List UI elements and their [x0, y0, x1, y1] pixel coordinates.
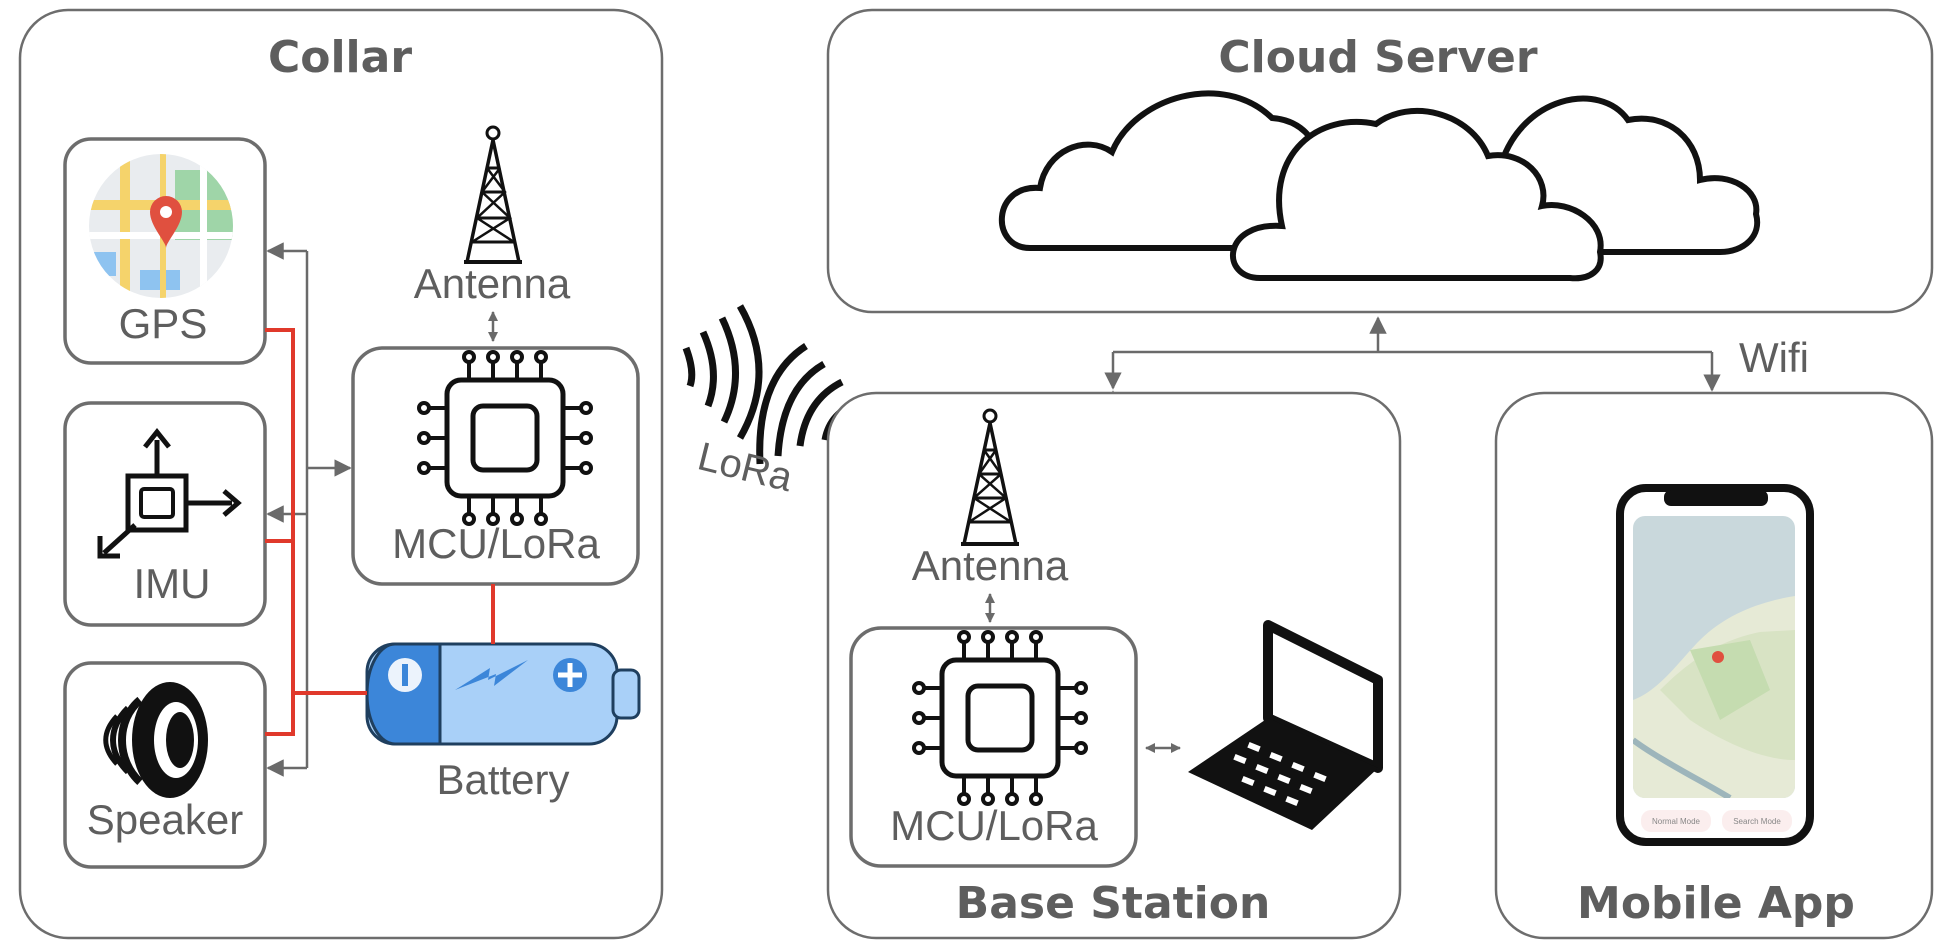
collar-mcu-module: MCU/LoRa: [351, 346, 640, 586]
map-screen: [1633, 516, 1795, 798]
speaker-module: Speaker: [63, 661, 267, 869]
wifi-label: Wifi: [1739, 334, 1809, 381]
power-lines: [265, 328, 495, 736]
base-mcu-module: MCU/LoRa: [849, 626, 1138, 868]
antenna-icon: [464, 125, 522, 264]
gps-module: GPS: [63, 137, 267, 365]
chip-icon: [417, 350, 593, 526]
speaker-icon: [103, 682, 208, 798]
base-antenna-icon: [961, 408, 1019, 546]
cloud-icon: [998, 90, 1761, 282]
battery-icon: [365, 642, 641, 746]
collar-panel: Collar GPS: [18, 8, 664, 940]
imu-module: IMU: [63, 401, 267, 627]
base-mcu-label: MCU/LoRa: [890, 802, 1098, 849]
phone-icon: Normal Mode Search Mode: [1616, 484, 1814, 846]
cloud-server-panel: Cloud Server: [826, 8, 1934, 314]
axes-icon: [97, 427, 242, 559]
gps-label: GPS: [119, 300, 208, 347]
collar-mcu-label: MCU/LoRa: [392, 520, 600, 567]
normal-mode-button[interactable]: Normal Mode: [1652, 817, 1701, 826]
search-mode-button[interactable]: Search Mode: [1733, 817, 1781, 826]
laptop-icon: [773, 620, 1383, 830]
mobile-app-title: Mobile App: [1577, 878, 1855, 929]
imu-label: IMU: [134, 560, 211, 607]
data-bus-lines: [266, 242, 352, 777]
collar-antenna-label: Antenna: [414, 260, 571, 307]
speaker-label: Speaker: [87, 796, 243, 843]
cloud-server-title: Cloud Server: [1218, 32, 1537, 83]
base-station-panel: Base Station Antenna: [773, 391, 1402, 940]
collar-title: Collar: [268, 32, 412, 83]
battery-label: Battery: [436, 756, 569, 803]
base-antenna-label: Antenna: [912, 542, 1069, 589]
mobile-app-panel: Mobile App Normal Mode Search Mode: [1494, 391, 1934, 940]
base-chip-icon: [912, 630, 1088, 806]
base-station-title: Base Station: [956, 878, 1271, 929]
